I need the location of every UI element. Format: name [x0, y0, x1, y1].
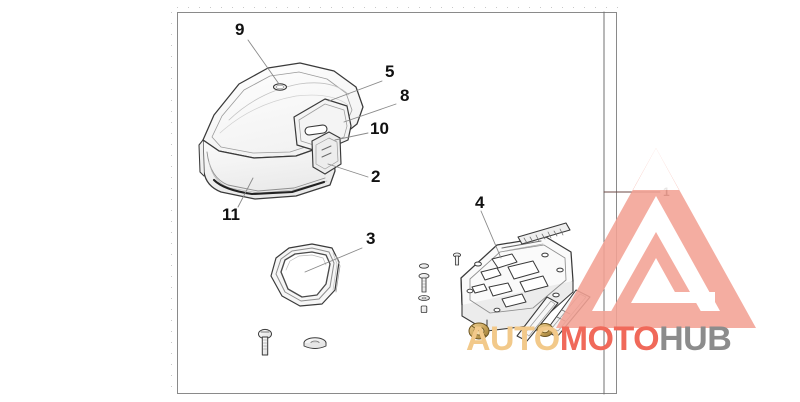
- watermark-text-moto: MOTO: [559, 320, 660, 358]
- callout-4: 4: [475, 193, 485, 212]
- callout-5: 5: [385, 62, 395, 81]
- callout-8: 8: [400, 86, 410, 105]
- ruler-ticks-horizontal: [177, 7, 618, 8]
- callout-3: 3: [366, 229, 376, 248]
- callout-10: 10: [370, 119, 389, 138]
- callout-1: 1: [663, 185, 670, 199]
- callout-2: 2: [371, 167, 381, 186]
- watermark-text-hub: HUB: [659, 320, 732, 358]
- callout-11: 11: [222, 205, 240, 224]
- callout-9: 9: [235, 20, 245, 39]
- watermark-text: AUTOMOTOHUB: [466, 320, 732, 358]
- ruler-ticks-vertical: [171, 12, 172, 394]
- watermark-text-auto: AUTO: [466, 320, 560, 358]
